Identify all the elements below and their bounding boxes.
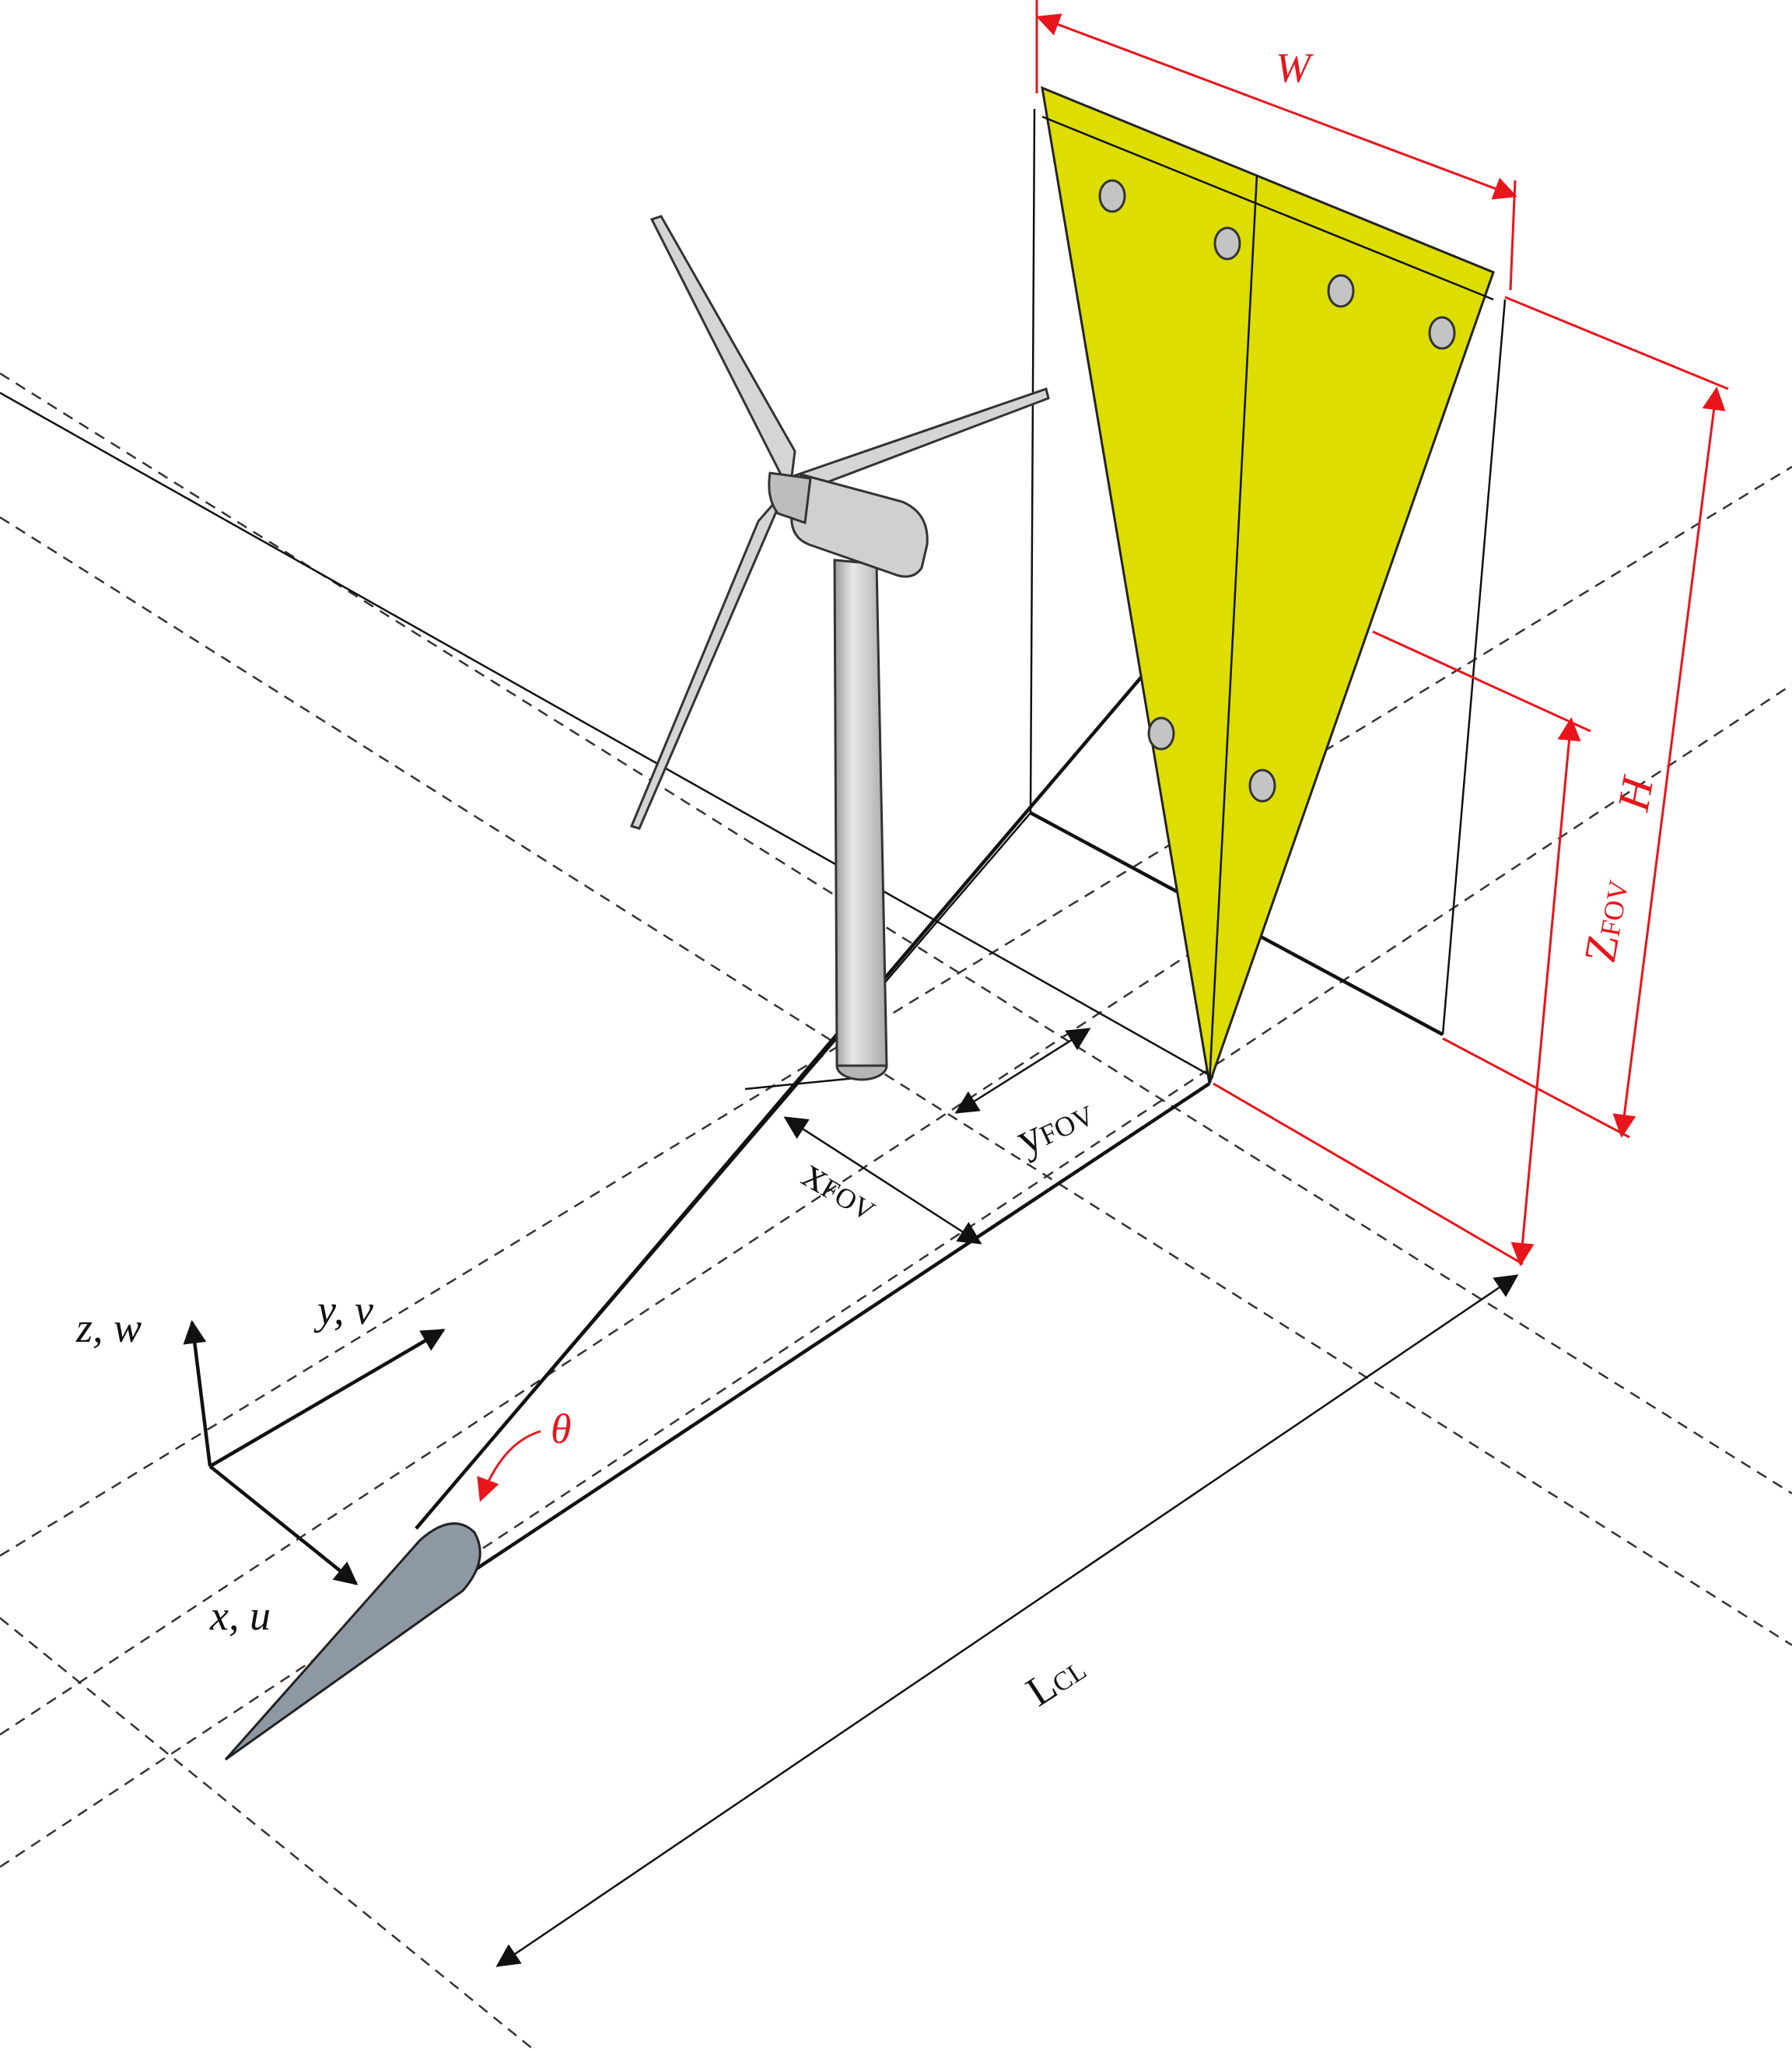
theta-pointer [477, 1430, 541, 1502]
blade-right [789, 387, 1050, 488]
label-yfov-sub: FOV [1035, 1099, 1099, 1151]
blade-lower [629, 489, 787, 830]
dim-h [1612, 387, 1726, 1138]
axis-y-arrow [208, 1329, 446, 1468]
zfov-extension-bottom [1213, 1082, 1524, 1266]
dim-yfov [954, 1028, 1091, 1114]
scan-line-upper-ground [415, 812, 1031, 1529]
grid-line [0, 683, 1792, 1868]
label-axis-z: z, w [75, 1304, 142, 1351]
ground-grid [0, 372, 1792, 2052]
grid-line [0, 465, 1792, 1557]
measurement-point [1098, 179, 1126, 213]
dim-lcl [495, 1274, 1519, 1967]
hub [768, 471, 812, 525]
h-extension-top [1504, 296, 1729, 390]
label-h: H [1608, 772, 1664, 816]
scan-sheet [1041, 86, 1495, 1084]
label-theta: θ [551, 1406, 572, 1452]
coordinate-axes [183, 1320, 446, 1585]
dim-xfov [783, 1116, 982, 1245]
label-lcl: LCL [1018, 1644, 1094, 1715]
tower [833, 559, 888, 1067]
measurement-point [1428, 316, 1456, 350]
nacelle [790, 473, 929, 578]
frame-left-edge [1029, 108, 1036, 814]
dim-zfov [1510, 717, 1581, 1266]
frame-right-edge [1441, 299, 1507, 1035]
label-w: W [1276, 44, 1314, 91]
scan-line-upper-footprint [744, 1076, 864, 1091]
label-xfov: xFOV [795, 1147, 888, 1231]
label-zfov-sub: FOV [1594, 878, 1635, 939]
axis-z-arrow [183, 1320, 212, 1467]
label-zfov: ZFOV [1574, 875, 1639, 966]
label-axis-y: y, v [313, 1287, 373, 1333]
lidar-head [224, 1522, 481, 1761]
blade-upper [649, 215, 796, 478]
measurement-point [1327, 274, 1355, 308]
wind-turbine [629, 215, 1050, 1081]
grid-line [0, 1617, 537, 2052]
zfov-extension-top [1372, 630, 1591, 733]
black-dimensions [495, 1028, 1519, 1967]
label-axis-x: x, u [209, 1592, 271, 1639]
measurement-point [1248, 769, 1276, 803]
measurement-point [1213, 226, 1241, 261]
grid-line [0, 916, 1245, 1736]
sheet-triangle [1041, 86, 1495, 1084]
dim-w [1036, 13, 1517, 200]
axis-x-arrow [208, 1465, 359, 1585]
red-dimensions [477, 0, 1729, 1502]
reference-line [0, 391, 1214, 1079]
sheet-mid-line [1208, 174, 1258, 1084]
measurement-point [1147, 716, 1175, 751]
label-yfov: yFOV [1008, 1085, 1101, 1164]
